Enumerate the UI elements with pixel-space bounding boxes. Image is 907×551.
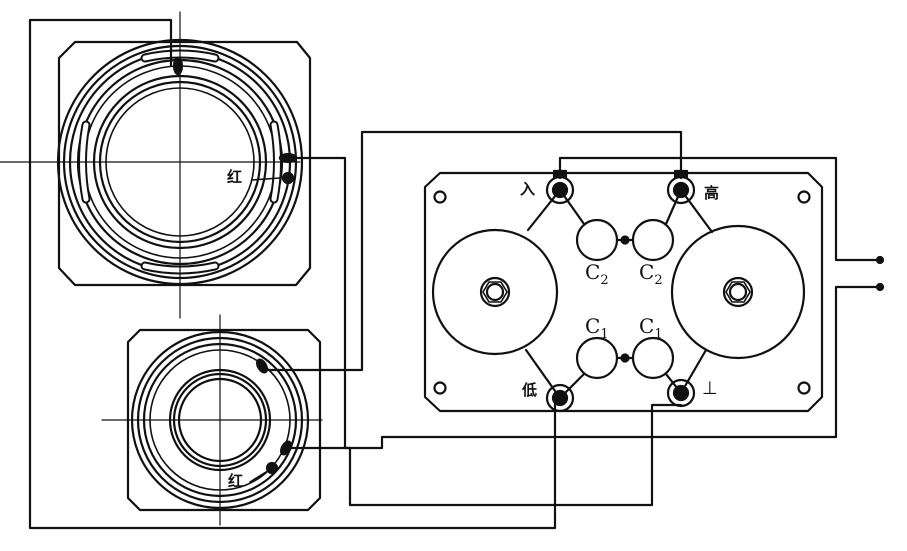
wiring: [28, 18, 885, 530]
label-high: 高: [704, 184, 720, 202]
crossover-plate: [423, 171, 824, 413]
label-c2-left: C2: [585, 260, 609, 288]
mount-hole-bl: [433, 381, 447, 395]
capacitor-c2-left: [575, 218, 619, 262]
inductor-left: [431, 228, 559, 356]
label-c2-right: C2: [639, 260, 663, 288]
tweeter-red-dot: [265, 461, 279, 475]
label-ground: ⊥: [702, 378, 718, 399]
wire-input-to-output: [558, 156, 882, 262]
capacitor-c2-right: [631, 218, 675, 262]
output-terminal-top: [875, 255, 885, 265]
tweeter-terminal-top: [255, 358, 269, 374]
output-terminal-bottom: [875, 282, 885, 292]
capacitor-c1-left: [575, 336, 619, 380]
wire-high-to-tweeter: [264, 130, 683, 372]
woofer-red-dot: [281, 171, 295, 185]
wire-woofer-to-low: [28, 18, 557, 530]
wire-woofer-to-ground: [290, 156, 882, 450]
label-c1-left: C1: [585, 314, 609, 342]
woofer-speaker: [0, 11, 312, 319]
label-input: 入: [520, 180, 536, 198]
label-red-upper: 红: [227, 168, 243, 186]
mount-hole-br: [797, 381, 811, 395]
terminal-low: [545, 383, 575, 413]
mount-hole-tr: [797, 190, 811, 204]
tweeter-frame: [126, 328, 322, 512]
woofer-frame: [57, 40, 312, 287]
crossover-board: [423, 169, 824, 413]
inductor-right: [670, 224, 806, 360]
label-c1-right: C1: [639, 314, 663, 342]
wire-tweeter-to-ground: [288, 403, 683, 507]
terminal-ground: [666, 378, 696, 408]
woofer-terminal-top: [172, 56, 184, 76]
label-low: 低: [522, 381, 538, 399]
tweeter-speaker: [101, 314, 323, 526]
label-red-lower: 红: [228, 472, 244, 490]
tweeter-terminal-bottom: [279, 440, 293, 456]
capacitor-c1-right: [631, 336, 675, 380]
mount-hole-tl: [433, 190, 447, 204]
